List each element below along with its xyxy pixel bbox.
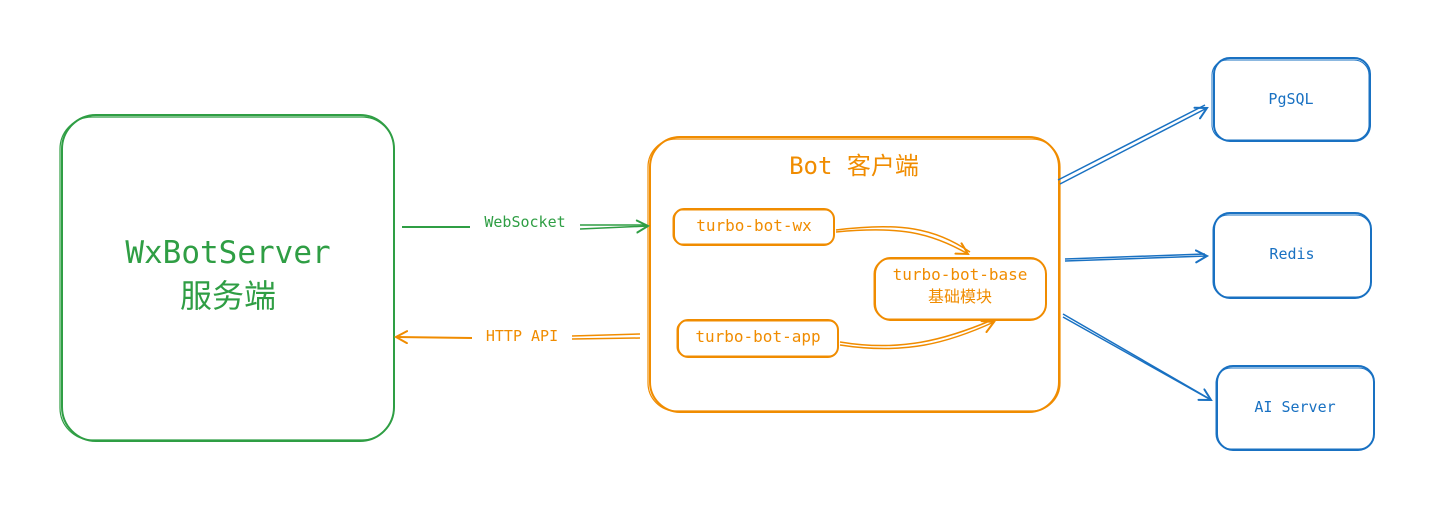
module-wx-label: turbo-bot-wx xyxy=(696,216,812,235)
module-base-box[interactable] xyxy=(873,257,1047,321)
module-app-label: turbo-bot-app xyxy=(695,327,821,346)
module-base-sublabel: 基础模块 xyxy=(927,287,992,306)
module-base-label: turbo-bot-base xyxy=(892,265,1028,284)
server-node-box[interactable] xyxy=(59,114,395,442)
server-subtitle: 服务端 xyxy=(179,277,276,315)
server-title: WxBotServer xyxy=(125,235,331,271)
edge-client-ai xyxy=(1062,313,1211,400)
module-app-box[interactable] xyxy=(676,319,839,358)
edge-websocket-label: WebSocket xyxy=(470,213,580,232)
redis-label: Redis xyxy=(1269,245,1315,263)
edge-websocket xyxy=(402,225,648,229)
ai-label: AI Server xyxy=(1254,398,1336,416)
ai-node-box[interactable] xyxy=(1215,365,1375,451)
edge-client-pgsql xyxy=(1057,104,1207,185)
edge-client-redis xyxy=(1064,254,1207,261)
edge-wx-base xyxy=(835,225,971,254)
edge-app-base xyxy=(839,319,994,350)
edge-http xyxy=(396,334,641,339)
module-wx-box[interactable] xyxy=(672,208,835,246)
pgsql-node-box[interactable] xyxy=(1211,57,1371,142)
client-title: Bot 客户端 xyxy=(789,152,919,180)
client-node-box[interactable] xyxy=(647,136,1061,413)
edge-http-label: HTTP API xyxy=(472,327,572,346)
pgsql-label: PgSQL xyxy=(1268,90,1314,108)
redis-node-box[interactable] xyxy=(1212,212,1372,299)
